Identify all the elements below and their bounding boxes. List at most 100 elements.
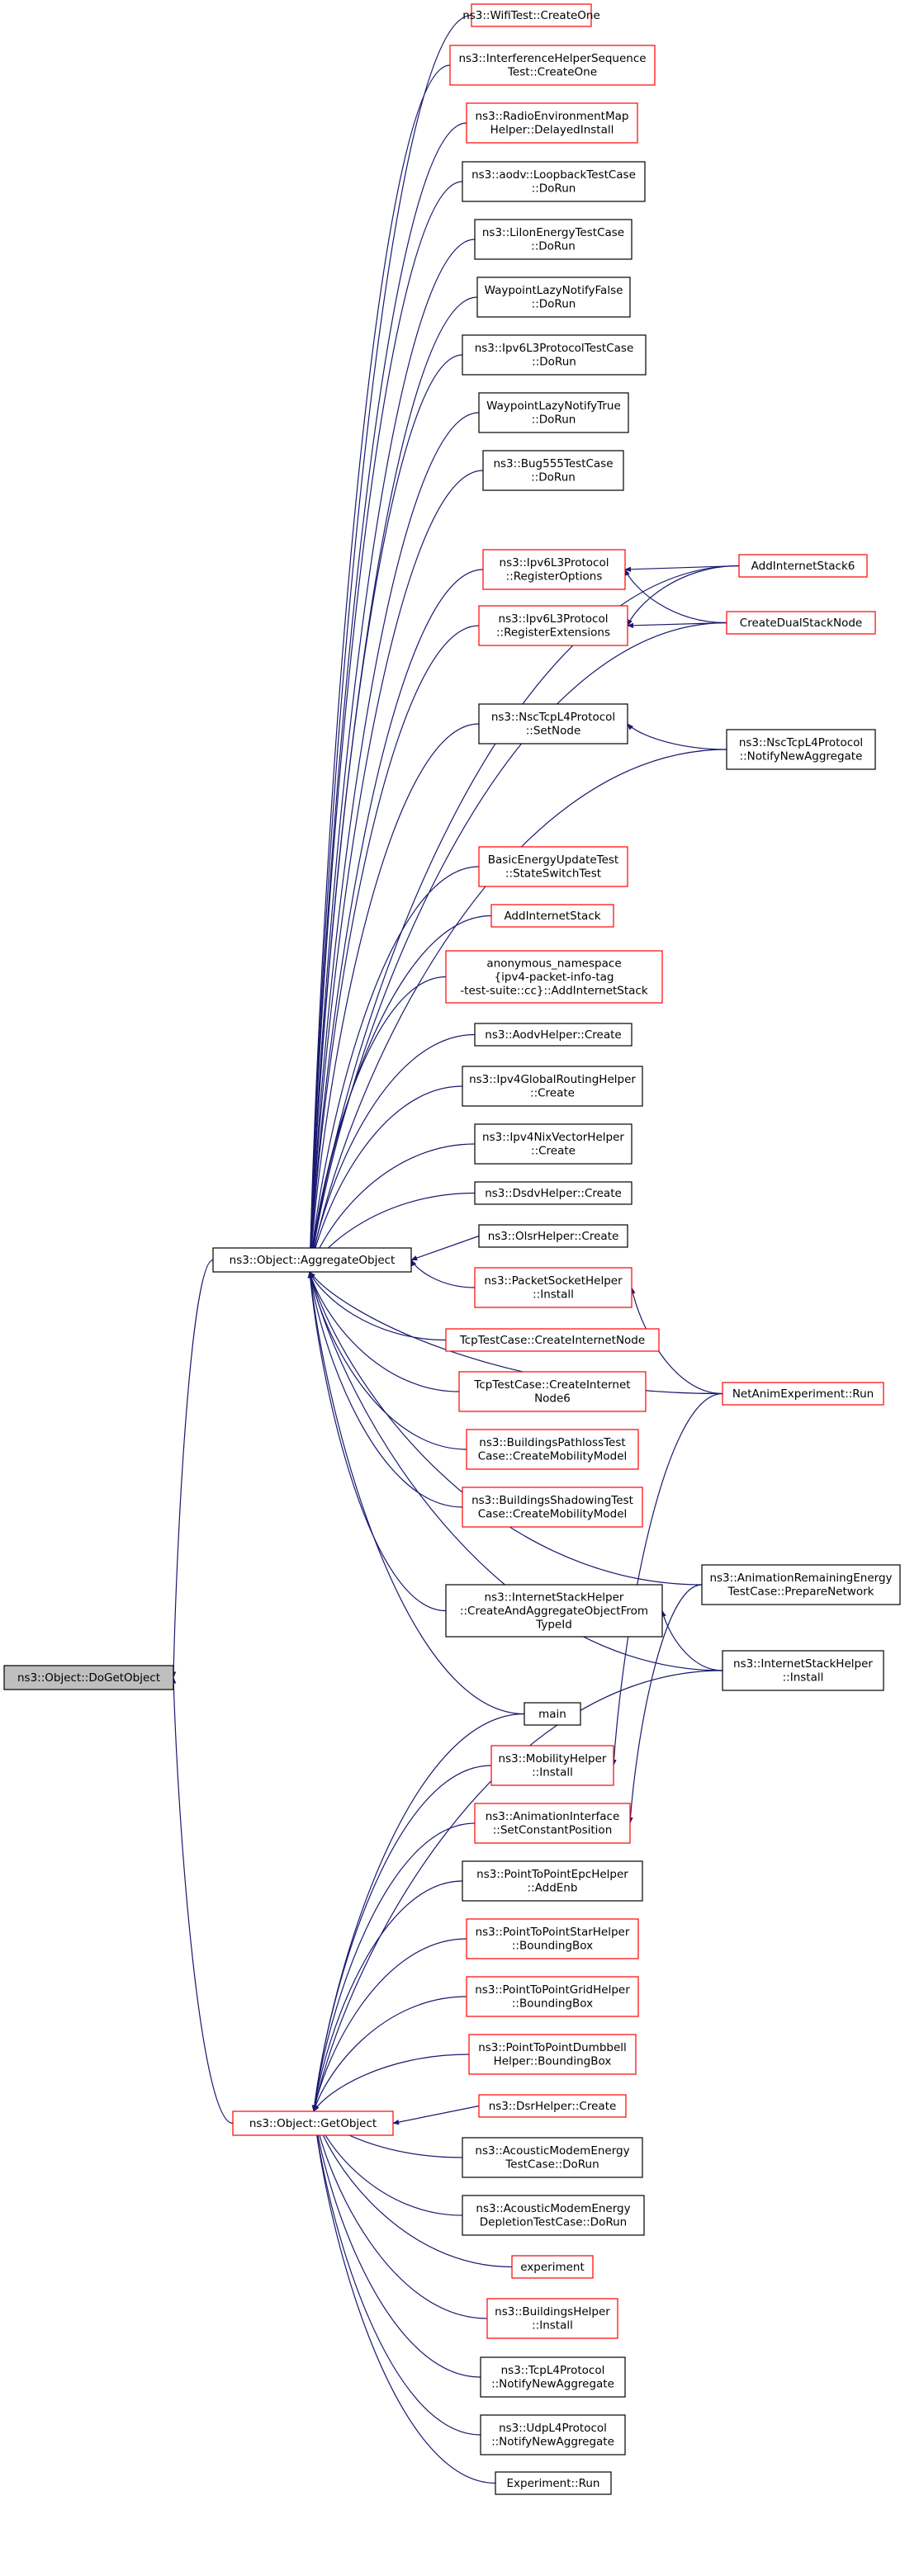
node-bldinstall[interactable]: ns3::BuildingsHelper::Install bbox=[486, 2298, 618, 2339]
node-label: ns3::InterferenceHelperSequence bbox=[458, 52, 646, 65]
node-ipv6l3test[interactable]: ns3::Ipv6L3ProtocolTestCase::DoRun bbox=[462, 334, 647, 376]
edge-p2pdumb-to-getobject bbox=[313, 2054, 470, 2112]
node-bug555[interactable]: ns3::Bug555TestCase::DoRun bbox=[482, 450, 624, 491]
node-animremain[interactable]: ns3::AnimationRemainingEnergyTestCase::P… bbox=[701, 1564, 901, 1605]
node-olsr[interactable]: ns3::OlsrHelper::Create bbox=[478, 1224, 628, 1248]
node-experiment[interactable]: experiment bbox=[511, 2255, 594, 2279]
node-box bbox=[212, 1247, 412, 1273]
node-label: ::Install bbox=[532, 1766, 573, 1780]
edge-ishinstall-to-createagg bbox=[661, 1609, 723, 1671]
node-mobility[interactable]: ns3::MobilityHelper::Install bbox=[490, 1745, 614, 1786]
node-ishinstall[interactable]: ns3::InternetStackHelper::Install bbox=[722, 1650, 884, 1691]
node-doget[interactable]: ns3::Object::DoGetObject bbox=[3, 1665, 174, 1690]
node-dsr[interactable]: ns3::DsrHelper::Create bbox=[478, 2094, 627, 2118]
node-liion[interactable]: ns3::LiIonEnergyTestCase::DoRun bbox=[474, 219, 633, 260]
node-box bbox=[474, 1803, 631, 1844]
node-basicenergy[interactable]: BasicEnergyUpdateTest::StateSwitchTest bbox=[478, 846, 628, 887]
node-box bbox=[3, 1665, 174, 1690]
node-box bbox=[524, 1702, 581, 1726]
node-bldpath[interactable]: ns3::BuildingsPathlossTestCase::CreateMo… bbox=[466, 1429, 639, 1470]
node-label: ns3::InternetStackHelper bbox=[485, 1591, 624, 1604]
node-label: ns3::PointToPointStarHelper bbox=[476, 1926, 630, 1939]
node-box bbox=[474, 219, 633, 260]
node-nscnotify[interactable]: ns3::NscTcpL4Protocol::NotifyNewAggregat… bbox=[726, 729, 876, 770]
node-dualstack[interactable]: CreateDualStackNode bbox=[726, 611, 876, 635]
node-label: ::RegisterExtensions bbox=[496, 626, 610, 640]
node-label: ::Install bbox=[533, 1288, 574, 1302]
node-label: TestCase::PrepareNetwork bbox=[727, 1586, 874, 1599]
node-udpl4[interactable]: ns3::UdpL4Protocol::NotifyNewAggregate bbox=[480, 2414, 626, 2455]
node-main[interactable]: main bbox=[524, 1702, 581, 1726]
edge-main-to-aggregate bbox=[307, 1271, 525, 1715]
edge-ipv4global-to-aggregate bbox=[308, 1085, 463, 1273]
node-wifitest[interactable]: ns3::WifiTest::CreateOne bbox=[462, 3, 600, 27]
node-label: ns3::Ipv6L3Protocol bbox=[500, 556, 609, 570]
node-anon[interactable]: anonymous_namespace{ipv4-packet-info-tag… bbox=[445, 950, 663, 1004]
edge-wplazytrue-to-aggregate bbox=[307, 412, 480, 1273]
node-label: ns3::Object::AggregateObject bbox=[230, 1254, 396, 1267]
node-nscsetnode[interactable]: ns3::NscTcpL4Protocol::SetNode bbox=[478, 703, 628, 744]
node-p2pepc[interactable]: ns3::PointToPointEpcHelper::AddEnb bbox=[462, 1860, 643, 1902]
node-label: ns3::AodvHelper::Create bbox=[485, 1028, 621, 1042]
node-ipv4global[interactable]: ns3::Ipv4GlobalRoutingHelper::Create bbox=[462, 1066, 643, 1107]
node-box bbox=[462, 1066, 643, 1107]
node-label: Test::CreateOne bbox=[507, 66, 597, 79]
node-p2pdumb[interactable]: ns3::PointToPointDumbbellHelper::Boundin… bbox=[468, 2034, 637, 2075]
node-label: ::DoRun bbox=[532, 298, 576, 311]
node-acdepl[interactable]: ns3::AcousticModemEnergyDepletionTestCas… bbox=[462, 2195, 645, 2236]
edge-regext-to-aggregate bbox=[307, 625, 480, 1273]
node-label: ::AddEnb bbox=[528, 1882, 578, 1895]
node-p2pgrid[interactable]: ns3::PointToPointGridHelper::BoundingBox bbox=[466, 1976, 639, 2017]
node-label: ns3::AcousticModemEnergy bbox=[475, 2144, 629, 2158]
edge-basicenergy-to-aggregate bbox=[307, 866, 480, 1273]
node-label: ::Install bbox=[783, 1671, 824, 1685]
node-label: anonymous_namespace bbox=[486, 957, 621, 970]
node-addstack[interactable]: AddInternetStack bbox=[490, 904, 614, 928]
node-label: ns3::InternetStackHelper bbox=[733, 1657, 873, 1671]
edge-ishinstall-to-getobject bbox=[312, 1670, 723, 2112]
node-getobject[interactable]: ns3::Object::GetObject bbox=[232, 2110, 394, 2136]
edge-bldinstall-to-getobject bbox=[312, 2110, 488, 2319]
node-wplazyfalse[interactable]: WaypointLazyNotifyFalse::DoRun bbox=[476, 277, 631, 318]
node-label: ::DoRun bbox=[532, 356, 576, 369]
node-interf[interactable]: ns3::InterferenceHelperSequenceTest::Cre… bbox=[449, 45, 656, 86]
node-netanim[interactable]: NetAnimExperiment::Run bbox=[722, 1382, 884, 1406]
node-box bbox=[478, 392, 629, 433]
node-tcpl4[interactable]: ns3::TcpL4Protocol::NotifyNewAggregate bbox=[480, 2356, 626, 2398]
node-label: ns3::Object::GetObject bbox=[249, 2117, 377, 2130]
edge-bldshadow-to-aggregate bbox=[307, 1271, 463, 1508]
node-addstack6[interactable]: AddInternetStack6 bbox=[738, 554, 868, 578]
node-aggregate[interactable]: ns3::Object::AggregateObject bbox=[212, 1247, 412, 1273]
edge-aodvcreate-to-aggregate bbox=[307, 1033, 476, 1273]
node-bldshadow[interactable]: ns3::BuildingsShadowingTestCase::CreateM… bbox=[462, 1487, 643, 1528]
node-wplazytrue[interactable]: WaypointLazyNotifyTrue::DoRun bbox=[478, 392, 629, 433]
node-label: AddInternetStack bbox=[504, 910, 600, 923]
node-label: {ipv4-packet-info-tag bbox=[494, 971, 614, 984]
edge-liion-to-aggregate bbox=[307, 239, 476, 1273]
node-aodvloop[interactable]: ns3::aodv::LoopbackTestCase::DoRun bbox=[462, 161, 646, 202]
node-box bbox=[490, 904, 614, 928]
node-tcpnode[interactable]: TcpTestCase::CreateInternetNode bbox=[445, 1328, 660, 1352]
node-label: ::BoundingBox bbox=[512, 1940, 593, 1953]
node-label: -test-suite::cc}::AddInternetStack bbox=[460, 984, 648, 997]
edge-nscsetnode-to-aggregate bbox=[307, 723, 480, 1273]
node-label: ::SetConstantPosition bbox=[493, 1824, 613, 1837]
node-label: ::RegisterOptions bbox=[506, 570, 603, 584]
node-exprun[interactable]: Experiment::Run bbox=[495, 2471, 612, 2495]
node-ipv4nix[interactable]: ns3::Ipv4NixVectorHelper::Create bbox=[474, 1123, 633, 1165]
node-radioenv[interactable]: ns3::RadioEnvironmentMapHelper::DelayedI… bbox=[466, 102, 638, 144]
node-p2pstar[interactable]: ns3::PointToPointStarHelper::BoundingBox bbox=[466, 1918, 639, 1959]
node-dsdv[interactable]: ns3::DsdvHelper::Create bbox=[474, 1181, 633, 1205]
node-createagg[interactable]: ns3::InternetStackHelper::CreateAndAggre… bbox=[445, 1584, 663, 1638]
node-box bbox=[466, 1918, 639, 1959]
node-label: TestCase::DoRun bbox=[505, 2158, 599, 2172]
node-animiface[interactable]: ns3::AnimationInterface::SetConstantPosi… bbox=[474, 1803, 631, 1844]
node-packetsocket[interactable]: ns3::PacketSocketHelper::Install bbox=[474, 1267, 633, 1308]
node-regext[interactable]: ns3::Ipv6L3Protocol::RegisterExtensions bbox=[478, 605, 628, 646]
node-box bbox=[466, 102, 638, 144]
node-label: ns3::Ipv6L3Protocol bbox=[499, 612, 609, 626]
node-regopt[interactable]: ns3::Ipv6L3Protocol::RegisterOptions bbox=[482, 549, 626, 590]
node-aodvcreate[interactable]: ns3::AodvHelper::Create bbox=[474, 1023, 633, 1047]
